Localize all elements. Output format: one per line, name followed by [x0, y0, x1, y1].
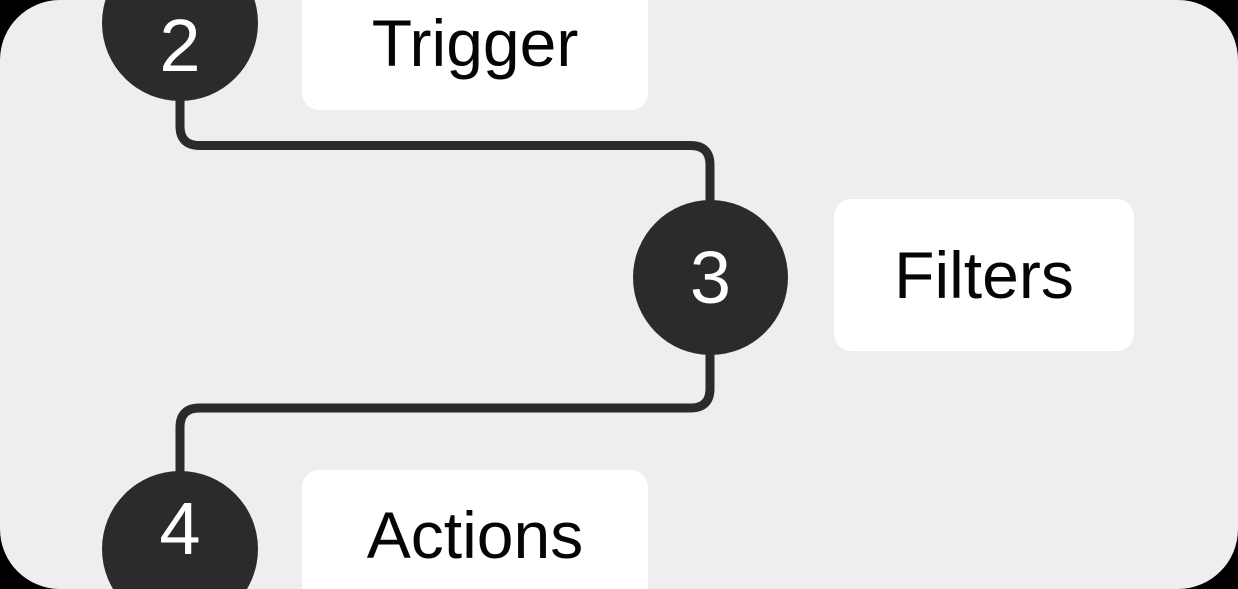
- step-card-trigger[interactable]: Trigger: [302, 0, 648, 110]
- step-node-2-number: 2: [159, 4, 201, 87]
- step-node-4[interactable]: 4: [102, 471, 258, 589]
- connector-step2-to-step3: [175, 23, 715, 277]
- step-card-actions-label: Actions: [366, 498, 584, 572]
- step-node-4-number: 4: [159, 487, 201, 570]
- step-card-filters[interactable]: Filters: [834, 199, 1134, 351]
- step-card-filters-label: Filters: [894, 238, 1074, 312]
- step-node-2[interactable]: 2: [102, 0, 258, 101]
- step-node-3[interactable]: 3: [633, 200, 788, 355]
- connector-step3-to-step4: [175, 277, 715, 549]
- step-card-trigger-label: Trigger: [371, 6, 579, 80]
- step-node-3-number: 3: [689, 235, 732, 319]
- step-card-actions[interactable]: Actions: [302, 470, 648, 589]
